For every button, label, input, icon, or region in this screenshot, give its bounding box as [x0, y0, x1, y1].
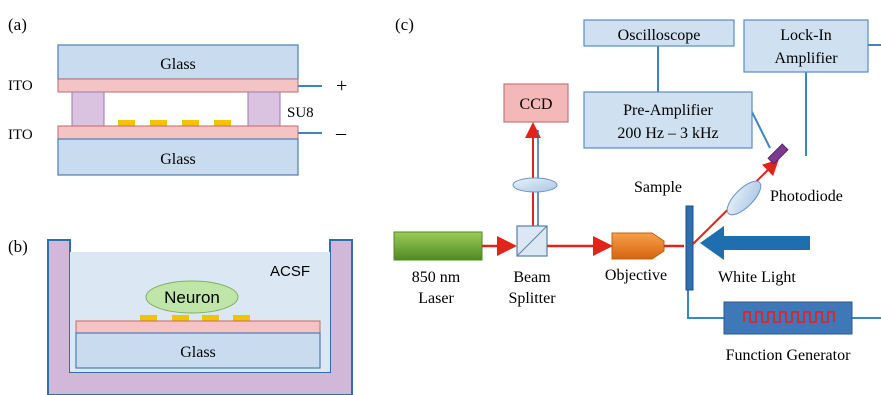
ccd-label: CCD: [520, 96, 553, 113]
lockin-label-1: Lock-In: [780, 27, 832, 44]
pre-amplifier-box: [583, 91, 753, 149]
ito-bottom-layer: [57, 125, 299, 140]
glass-bottom-label: Glass: [160, 151, 196, 168]
electrode: [150, 120, 167, 126]
laser-label-1: 850 nm: [412, 269, 461, 286]
acsf-label: ACSF: [270, 263, 310, 280]
panel-c-label: (c): [395, 15, 414, 34]
electrode: [233, 315, 250, 321]
beam-splitter-diagonal: [516, 225, 548, 257]
sample-slide: [685, 205, 694, 291]
neuron-label: Neuron: [164, 288, 220, 307]
glass-top: [57, 44, 299, 80]
preamp-label-2: 200 Hz – 3 kHz: [617, 125, 718, 142]
minus-sign: –: [335, 122, 347, 144]
ccd-box: [503, 83, 569, 123]
su8-spacer-left: [71, 91, 105, 127]
collection-lens-icon: [726, 180, 762, 216]
function-generator-box: [723, 301, 853, 335]
su8-spacer-right: [247, 91, 281, 127]
objective-lens: [611, 232, 665, 260]
electrode: [202, 315, 219, 321]
sample-label: Sample: [634, 179, 682, 196]
beam-label-1: Beam: [513, 269, 551, 286]
objective-label: Objective: [605, 267, 667, 284]
panel-a-label: (a): [8, 15, 27, 34]
preamp-label-1: Pre-Amplifier: [623, 102, 713, 119]
ito-bottom-label: ITO: [8, 127, 33, 143]
glass-b-label: Glass: [180, 344, 216, 361]
panel-a: (a) Glass ITO + SU8 ITO – Glass: [8, 15, 347, 176]
glass-b: [75, 332, 321, 369]
photodiode-label: Photodiode: [770, 188, 843, 205]
ito-layer-b: [75, 320, 321, 334]
plus-sign: +: [336, 75, 347, 97]
panel-c: (c) Oscilloscope Lock-In Amplifier CCD P…: [393, 15, 881, 364]
lockin-label-2: Amplifier: [774, 50, 838, 67]
lens-icon: [512, 177, 558, 193]
electrode: [140, 315, 157, 321]
oscilloscope-label: Oscilloscope: [618, 27, 701, 44]
glass-bottom: [57, 138, 299, 176]
glass-top-label: Glass: [160, 56, 196, 73]
oscilloscope-box: [583, 19, 735, 47]
beam-label-2: Splitter: [508, 290, 556, 307]
wire-sample-fg: [687, 290, 724, 319]
laser-label-2: Laser: [418, 290, 454, 307]
function-generator-label: Function Generator: [726, 347, 852, 364]
laser-block: [393, 231, 483, 261]
panel-b-label: (b): [8, 237, 28, 256]
wire-preamp-photodiode: [751, 111, 771, 149]
su8-label: SU8: [287, 105, 314, 121]
electrode: [214, 120, 231, 126]
lockin-amplifier-box: [743, 19, 869, 73]
electrode: [182, 120, 199, 126]
ito-top-layer: [57, 78, 299, 93]
neuron-cell: [145, 280, 239, 314]
ito-top-label: ITO: [8, 78, 33, 94]
white-light-label: White Light: [718, 269, 796, 286]
square-wave-signal-icon: [743, 311, 835, 323]
white-light-arrow-icon: [700, 226, 810, 260]
electrode: [118, 120, 135, 126]
electrode: [172, 315, 189, 321]
photodiode-icon: [767, 143, 789, 165]
panel-b: (b) ACSF Neuron Glass: [8, 237, 353, 395]
